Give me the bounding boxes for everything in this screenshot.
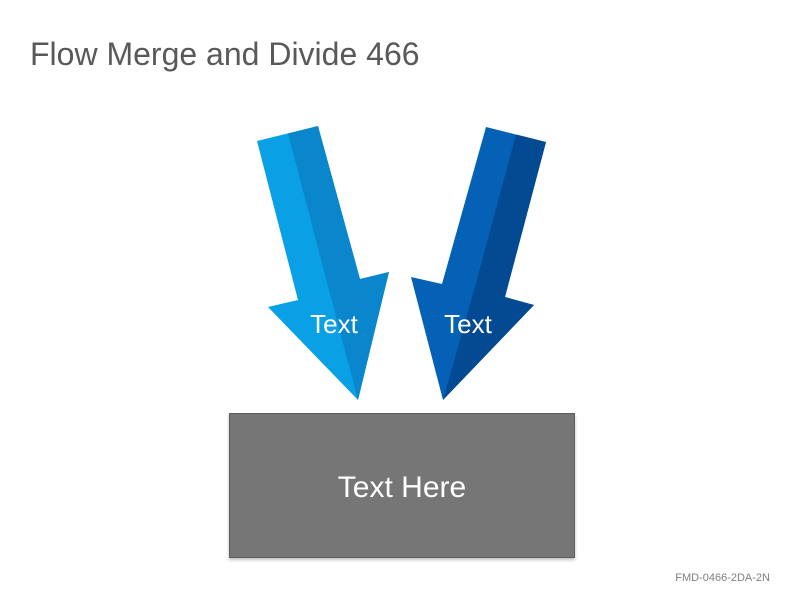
slide-code: FMD-0466-2DA-2N xyxy=(675,572,770,584)
left-arrow-label: Text xyxy=(310,309,358,339)
right-arrow-shade xyxy=(443,134,546,400)
box-label: Text Here xyxy=(337,470,467,504)
left-arrow-shade xyxy=(288,126,389,400)
slide-title: Flow Merge and Divide 466 xyxy=(30,36,420,72)
left-arrow: Text xyxy=(257,126,389,400)
right-arrow: Text xyxy=(411,127,546,400)
right-arrow-label: Text xyxy=(444,309,492,339)
merge-target-box: Text Here xyxy=(229,413,575,558)
